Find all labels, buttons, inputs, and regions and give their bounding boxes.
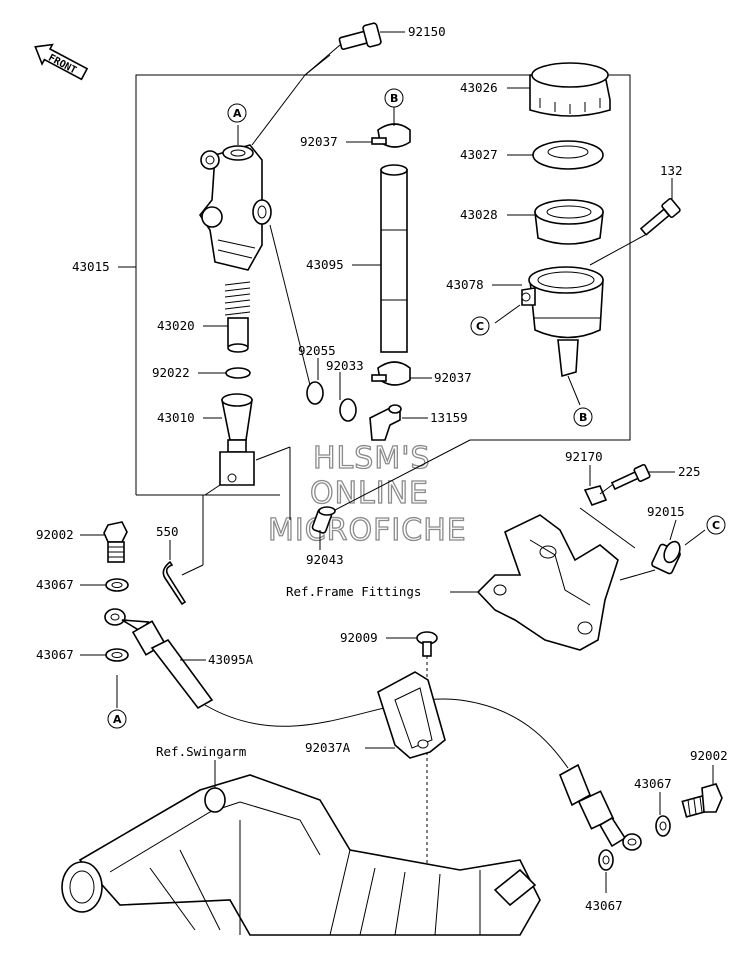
label-550: 550 <box>156 524 179 539</box>
watermark-line1: HLSM'S <box>313 441 431 476</box>
washer-43067-a <box>80 578 129 592</box>
pushrod-43010 <box>181 393 291 576</box>
watermark: HLSM'S ONLINE MICROFICHE <box>267 440 467 548</box>
hose-43095 <box>352 164 408 353</box>
frame-bracket <box>450 514 619 651</box>
label-43067-a: 43067 <box>36 577 74 592</box>
label-92037A: 92037A <box>305 740 351 755</box>
callout-c-right-label: C <box>712 519 720 532</box>
label-92055: 92055 <box>298 343 336 358</box>
pin-92043 <box>311 439 471 550</box>
label-92002-right: 92002 <box>690 748 728 763</box>
bolt-225 <box>599 463 675 495</box>
reservoir-43078 <box>492 266 604 406</box>
label-92037-upper: 92037 <box>300 134 338 149</box>
label-225: 225 <box>678 464 701 479</box>
label-43095A: 43095A <box>208 652 254 667</box>
label-43028: 43028 <box>460 207 498 222</box>
clamp-92037-upper <box>346 123 411 148</box>
watermark-line3: MICROFICHE <box>268 513 467 548</box>
banjo-bolt-92002-right <box>681 765 723 818</box>
o-ring-92055 <box>306 358 324 405</box>
label-92009: 92009 <box>340 630 378 645</box>
washer-43067-d <box>598 849 614 893</box>
bolt-132 <box>589 178 681 266</box>
callout-c-right: C <box>706 515 726 535</box>
label-92150: 92150 <box>408 24 446 39</box>
callout-a-bottom-label: A <box>113 713 122 726</box>
washer-43067-c <box>655 792 671 837</box>
callout-a-top-label: A <box>233 107 242 120</box>
collar-92015 <box>579 507 706 581</box>
label-43067-c: 43067 <box>634 776 672 791</box>
watermark-line2: ONLINE <box>310 476 429 511</box>
brake-hose-lower-end <box>558 763 642 851</box>
label-43067-b: 43067 <box>36 647 74 662</box>
label-92170: 92170 <box>565 449 603 464</box>
label-43010: 43010 <box>157 410 195 425</box>
callout-c-reservoir: C <box>470 316 490 336</box>
hose-guide-92037A <box>365 671 446 759</box>
spring-43020 <box>203 281 251 353</box>
callout-b-reservoir: B <box>573 407 593 427</box>
fitting-13159 <box>369 404 428 441</box>
diaphragm-43028 <box>507 199 604 245</box>
label-43015: 43015 <box>72 259 110 274</box>
clip-92170 <box>583 465 608 506</box>
cotter-pin-550 <box>162 540 187 606</box>
callout-b-reservoir-label: B <box>579 411 587 424</box>
diaphragm-plate-43027 <box>507 140 604 170</box>
front-direction-arrow: FRONT <box>34 43 89 81</box>
washer-43067-b <box>80 648 129 708</box>
label-43067-d: 43067 <box>585 898 623 913</box>
callout-c-reservoir-label: C <box>476 320 484 333</box>
label-43026: 43026 <box>460 80 498 95</box>
label-92002-left: 92002 <box>36 527 74 542</box>
circlip-92033 <box>339 372 357 422</box>
assembly-outline-43015 <box>118 54 631 496</box>
label-92022: 92022 <box>152 365 190 380</box>
callout-b-top-label: B <box>390 92 398 105</box>
label-132: 132 <box>660 163 683 178</box>
label-43027: 43027 <box>460 147 498 162</box>
master-cylinder-body <box>199 74 311 386</box>
label-92033: 92033 <box>326 358 364 373</box>
callout-b-top: B <box>384 88 404 126</box>
bolt-92150 <box>304 22 405 76</box>
label-92037-lower: 92037 <box>434 370 472 385</box>
swingarm-reference <box>61 760 541 936</box>
label-43078: 43078 <box>446 277 484 292</box>
circlip-92022 <box>198 367 251 379</box>
clamp-92037-lower <box>371 361 432 386</box>
ref-swingarm: Ref.Swingarm <box>156 744 246 759</box>
reservoir-cap-43026 <box>507 62 611 117</box>
callout-a-bottom: A <box>107 709 127 729</box>
callout-a-top: A <box>227 103 247 123</box>
label-43020: 43020 <box>157 318 195 333</box>
label-13159: 13159 <box>430 410 468 425</box>
label-43095: 43095 <box>306 257 344 272</box>
label-92043: 92043 <box>306 552 344 567</box>
brake-hose-43095A <box>104 608 569 769</box>
banjo-bolt-92002-left <box>80 521 128 563</box>
ref-frame-fittings: Ref.Frame Fittings <box>286 584 421 599</box>
label-92015: 92015 <box>647 504 685 519</box>
